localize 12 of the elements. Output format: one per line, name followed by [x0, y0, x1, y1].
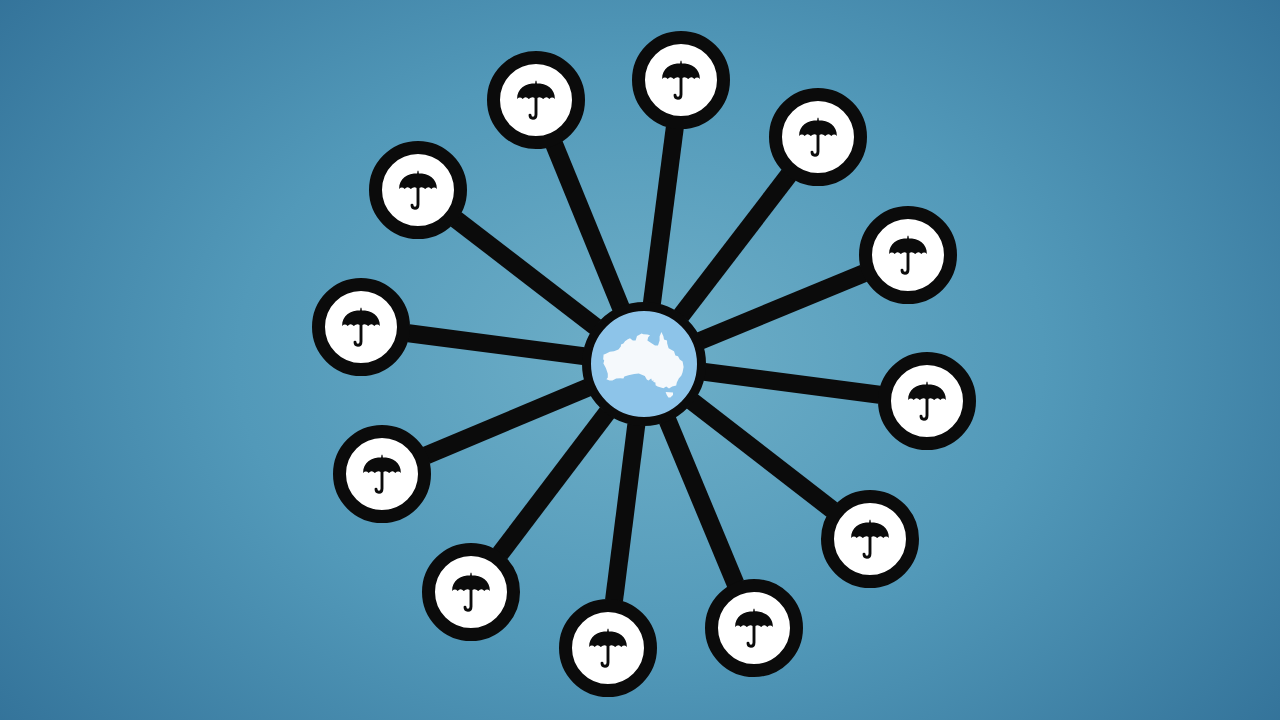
connector-line: [605, 423, 646, 602]
connector-line: [545, 141, 630, 311]
connector-line: [407, 324, 585, 365]
connector-line: [642, 126, 684, 305]
connector-line: [686, 394, 838, 517]
connector-line: [696, 265, 868, 350]
connector-line: [659, 416, 744, 588]
connector-line: [673, 169, 796, 322]
connector-line: [703, 363, 881, 404]
connector-line: [492, 407, 615, 560]
connector-line: [450, 212, 602, 334]
connector-line: [422, 379, 592, 464]
